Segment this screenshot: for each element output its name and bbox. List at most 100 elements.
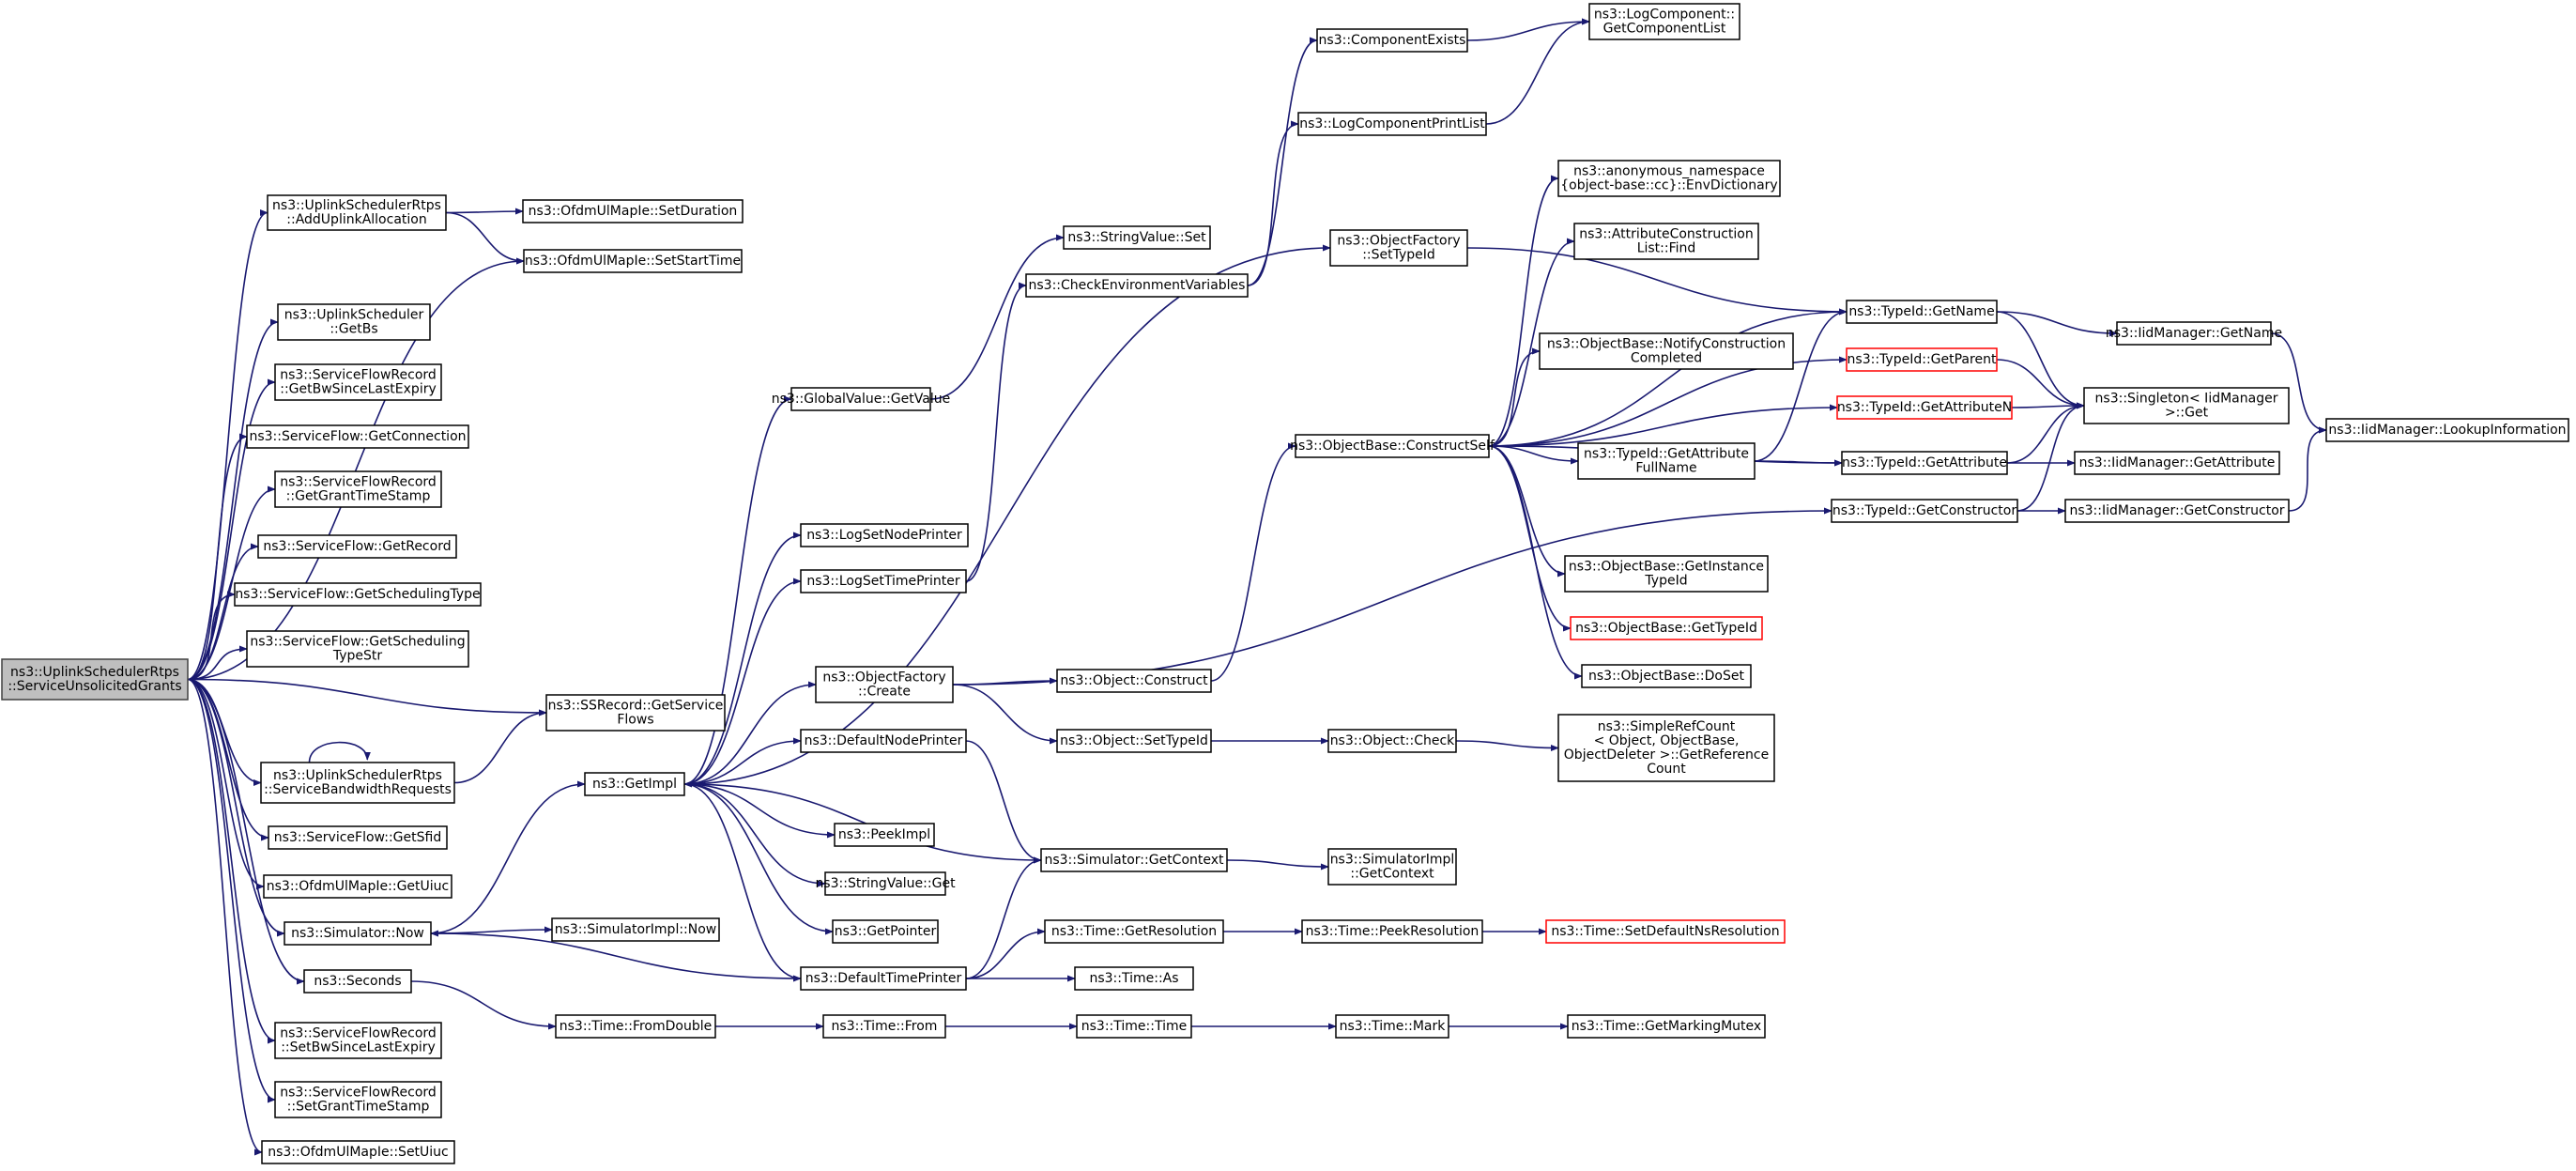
- function-node-ns3-simulator-now[interactable]: ns3::Simulator::Now: [284, 921, 432, 946]
- node-label: ::GetBs: [330, 322, 377, 337]
- function-node-ns3-getpointer[interactable]: ns3::GetPointer: [832, 919, 939, 944]
- function-node-ns3-objectbase-constructself[interactable]: ns3::ObjectBase::ConstructSelf: [1290, 434, 1495, 458]
- function-node-ns3-globalvalue-getvalue[interactable]: ns3::GlobalValue::GetValue: [772, 387, 950, 411]
- function-node-ns3-serviceflowrecord-setgranttimestamp[interactable]: ns3::ServiceFlowRecord::SetGrantTimeStam…: [274, 1081, 442, 1118]
- function-node-ns3-uplinkschedulerrtps-adduplinkallocation[interactable]: ns3::UplinkSchedulerRtps::AddUplinkAlloc…: [267, 194, 447, 231]
- function-node-ns3-stringvalue-set[interactable]: ns3::StringValue::Set: [1063, 225, 1211, 250]
- function-node-ns3-serviceflow-getrecord[interactable]: ns3::ServiceFlow::GetRecord: [257, 534, 457, 559]
- function-node-ns3-logcomponentprintlist[interactable]: ns3::LogComponentPrintList: [1297, 112, 1487, 136]
- function-node-ns3-typeid-getattributen[interactable]: ns3::TypeId::GetAttributeN: [1836, 395, 2013, 420]
- function-node-ns3-checkenvironmentvariables[interactable]: ns3::CheckEnvironmentVariables: [1025, 273, 1249, 298]
- node-label: ns3::Simulator::GetContext: [1044, 853, 1224, 868]
- node-label: ::SetTypeId: [1362, 248, 1435, 263]
- node-box: [1074, 966, 1194, 991]
- function-node-ns3-objectbase-notifyconstructioncompleted[interactable]: ns3::ObjectBase::NotifyConstructionCompl…: [1539, 332, 1794, 370]
- function-node-ns3-time-getresolution[interactable]: ns3::Time::GetResolution: [1044, 919, 1224, 944]
- function-node-ns3-iidmanager-getconstructor[interactable]: ns3::IidManager::GetConstructor: [2064, 499, 2290, 523]
- function-node-ns3-stringvalue-get[interactable]: ns3::StringValue::Get: [815, 871, 956, 896]
- function-node-ns3-defaulttimeprinter[interactable]: ns3::DefaultTimePrinter: [800, 966, 967, 991]
- function-node-ns3-objectfactory-create[interactable]: ns3::ObjectFactory::Create: [815, 666, 954, 703]
- node-box: [277, 303, 431, 341]
- node-box: [246, 424, 469, 449]
- function-node-ns3-time-getmarkingmutex[interactable]: ns3::Time::GetMarkingMutex: [1567, 1014, 1766, 1039]
- function-node-ns3-time-setdefaultnsresolution[interactable]: ns3::Time::SetDefaultNsResolution: [1545, 919, 1786, 944]
- function-node-ns3-anonymous-namespace-object-base-cc-envdictionary[interactable]: ns3::anonymous_namespace{object-base::cc…: [1557, 160, 1781, 197]
- function-node-ns3-iidmanager-getname[interactable]: ns3::IidManager::GetName: [2106, 321, 2282, 346]
- node-label: ns3::ObjectBase::NotifyConstruction: [1547, 337, 1786, 352]
- function-node-ns3-logsettimeprinter[interactable]: ns3::LogSetTimePrinter: [800, 569, 967, 593]
- function-node-ns3-typeid-getattribute[interactable]: ns3::TypeId::GetAttribute: [1841, 451, 2008, 475]
- node-label: ns3::Object::SetTypeId: [1060, 733, 1208, 748]
- node-box: [1, 658, 189, 701]
- function-node-ns3-time-mark[interactable]: ns3::Time::Mark: [1335, 1014, 1449, 1039]
- function-node-ns3-typeid-getconstructor[interactable]: ns3::TypeId::GetConstructor: [1831, 499, 2018, 523]
- node-box: [1846, 347, 1998, 372]
- call-edge: [683, 783, 836, 839]
- function-node-ns3-serviceflowrecord-getbwsincelastexpiry[interactable]: ns3::ServiceFlowRecord::GetBwSinceLastEx…: [274, 363, 442, 401]
- function-node-ns3-singleton-iidmanager-get[interactable]: ns3::Singleton< IidManager>::Get: [2083, 387, 2290, 424]
- function-node-ns3-simplerefcount-object-objectbase-objectdeleter-getreferencecount[interactable]: ns3::SimpleRefCount< Object, ObjectBase,…: [1557, 714, 1775, 782]
- node-label: Completed: [1631, 351, 1702, 366]
- function-node-ns3-time-peekresolution[interactable]: ns3::Time::PeekResolution: [1301, 919, 1483, 944]
- function-node-ns3-serviceflow-getconnection[interactable]: ns3::ServiceFlow::GetConnection: [246, 424, 469, 449]
- node-label: ns3::IidManager::GetAttribute: [2079, 455, 2276, 470]
- node-label: ns3::ComponentExists: [1319, 33, 1466, 48]
- node-box: [1335, 1014, 1449, 1039]
- function-node-ns3-iidmanager-lookupinformation[interactable]: ns3::IidManager::LookupInformation: [2325, 418, 2569, 442]
- function-node-ns3-logcomponent-getcomponentlist[interactable]: ns3::LogComponent::GetComponentList: [1588, 3, 1740, 40]
- call-edge: [187, 678, 263, 1156]
- function-node-ns3-objectbase-gettypeid[interactable]: ns3::ObjectBase::GetTypeId: [1570, 616, 1763, 640]
- function-node-ns3-time-as[interactable]: ns3::Time::As: [1074, 966, 1194, 991]
- node-label: ns3::LogComponent::: [1594, 8, 1735, 23]
- function-node-ns3-simulatorimpl-getcontext[interactable]: ns3::SimulatorImpl::GetContext: [1327, 848, 1457, 886]
- function-node-ns3-object-settypeid[interactable]: ns3::Object::SetTypeId: [1056, 729, 1212, 753]
- call-edge: [683, 783, 826, 887]
- call-edge: [965, 740, 1042, 864]
- function-node-ns3-seconds[interactable]: ns3::Seconds: [303, 969, 412, 994]
- function-node-ns3-serviceflow-getschedulingtype[interactable]: ns3::ServiceFlow::GetSchedulingType: [234, 582, 482, 607]
- function-node-ns3-defaultnodeprinter[interactable]: ns3::DefaultNodePrinter: [800, 729, 967, 753]
- function-node-ns3-time-time[interactable]: ns3::Time::Time: [1076, 1014, 1192, 1039]
- function-node-ns3-serviceflowrecord-getgranttimestamp[interactable]: ns3::ServiceFlowRecord::GetGrantTimeStam…: [274, 470, 442, 508]
- call-edge: [187, 678, 305, 985]
- function-node-ns3-simulator-getcontext[interactable]: ns3::Simulator::GetContext: [1040, 848, 1228, 872]
- call-edge: [1488, 445, 1566, 578]
- node-label: ns3::CheckEnvironmentVariables: [1029, 278, 1246, 293]
- function-node-ns3-ofdmulmapie-setduration[interactable]: ns3::OfdmUlMapIe::SetDuration: [522, 199, 744, 223]
- function-node-ns3-getimpl[interactable]: ns3::GetImpl: [584, 772, 685, 796]
- function-node-ns3-uplinkschedulerrtps-servicebandwidthrequests[interactable]: ns3::UplinkSchedulerRtps::ServiceBandwid…: [260, 762, 455, 804]
- function-node-ns3-ofdmulmapie-setuiuc[interactable]: ns3::OfdmUlMapIe::SetUiuc: [261, 1140, 455, 1164]
- function-node-ns3-time-from[interactable]: ns3::Time::From: [822, 1014, 946, 1039]
- function-node-ns3-serviceflowrecord-setbwsincelastexpiry[interactable]: ns3::ServiceFlowRecord::SetBwSinceLastEx…: [274, 1022, 442, 1059]
- call-edge: [187, 678, 285, 937]
- call-edge: [430, 780, 586, 934]
- function-node-ns3-typeid-getname[interactable]: ns3::TypeId::GetName: [1846, 300, 1998, 324]
- node-label: ::SetGrantTimeStamp: [287, 1100, 430, 1115]
- function-node-ns3-objectfactory-settypeid[interactable]: ns3::ObjectFactory::SetTypeId: [1329, 229, 1468, 267]
- function-node-ns3-time-fromdouble[interactable]: ns3::Time::FromDouble: [555, 1014, 716, 1039]
- function-node-ns3-logsetnodeprinter[interactable]: ns3::LogSetNodePrinter: [800, 523, 969, 547]
- node-box: [1545, 919, 1786, 944]
- function-node-ns3-uplinkschedulerrtps-serviceunsolicitedgrants[interactable]: ns3::UplinkSchedulerRtps::ServiceUnsolic…: [1, 658, 189, 701]
- function-node-ns3-serviceflow-getsfid[interactable]: ns3::ServiceFlow::GetSfid: [268, 825, 448, 850]
- function-node-ns3-peekimpl[interactable]: ns3::PeekImpl: [834, 823, 935, 847]
- node-label: ::GetContext: [1350, 867, 1434, 882]
- node-label: ns3::Object::Construct: [1060, 673, 1208, 688]
- function-node-ns3-iidmanager-getattribute[interactable]: ns3::IidManager::GetAttribute: [2074, 451, 2280, 475]
- call-edge: [952, 507, 1832, 686]
- function-node-ns3-object-construct[interactable]: ns3::Object::Construct: [1056, 669, 1212, 693]
- function-node-ns3-ofdmulmapie-setstarttime[interactable]: ns3::OfdmUlMapIe::SetStartTime: [523, 249, 743, 273]
- function-node-ns3-object-check[interactable]: ns3::Object::Check: [1327, 729, 1457, 753]
- function-node-ns3-simulatorimpl-now[interactable]: ns3::SimulatorImpl::Now: [551, 917, 720, 942]
- function-node-ns3-objectbase-doset[interactable]: ns3::ObjectBase::DoSet: [1581, 664, 1752, 688]
- function-node-ns3-uplinkscheduler-getbs[interactable]: ns3::UplinkScheduler::GetBs: [277, 303, 431, 341]
- function-node-ns3-ofdmulmapie-getuiuc[interactable]: ns3::OfdmUlMapIe::GetUiuc: [263, 874, 452, 899]
- function-node-ns3-typeid-getparent[interactable]: ns3::TypeId::GetParent: [1846, 347, 1998, 372]
- node-label: ns3::SSRecord::GetService: [548, 699, 724, 714]
- function-node-ns3-componentexists[interactable]: ns3::ComponentExists: [1316, 28, 1468, 53]
